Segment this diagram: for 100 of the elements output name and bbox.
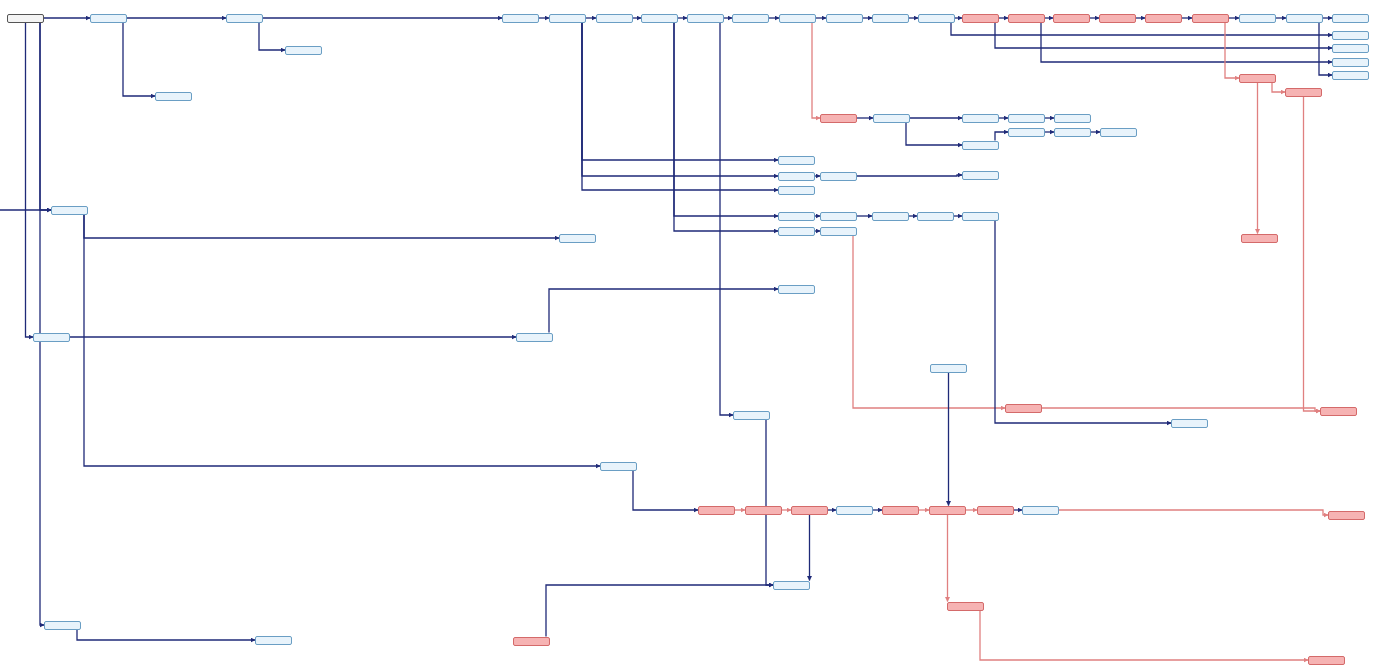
arrow (856, 172, 963, 178)
arrow (734, 507, 746, 513)
arrow (1041, 407, 1321, 414)
arrow (76, 628, 256, 643)
task-box (51, 205, 88, 215)
task-box (1053, 13, 1090, 23)
task-box (962, 211, 999, 221)
arrow (258, 21, 286, 53)
arrow (814, 213, 821, 219)
task-box (1308, 655, 1345, 665)
task-box (1320, 406, 1357, 416)
arrow (545, 582, 774, 638)
task-box (778, 185, 815, 195)
task-box (155, 91, 192, 101)
arrow (994, 219, 1172, 426)
arrow (918, 507, 930, 513)
arrow (953, 213, 963, 219)
arrow (768, 15, 780, 21)
task-box (917, 211, 954, 221)
task-box (549, 13, 586, 23)
arrow (827, 507, 837, 513)
arrow (945, 513, 950, 603)
task-box (820, 171, 857, 181)
task-box (778, 284, 815, 294)
arrow (1271, 81, 1286, 95)
task-box (1285, 87, 1322, 97)
arrow (677, 15, 688, 21)
task-box (820, 113, 857, 123)
task-box (559, 233, 596, 243)
task-box (872, 211, 909, 221)
arrow (1275, 15, 1287, 21)
arrow (1135, 15, 1146, 21)
task-box (962, 140, 999, 150)
task-box (791, 505, 828, 515)
arrow (1318, 21, 1333, 78)
arrow (1228, 15, 1240, 21)
arrow (811, 21, 821, 121)
task-box (1332, 30, 1369, 40)
arrow (908, 15, 919, 21)
arrow (1013, 507, 1023, 513)
task-box (1099, 13, 1136, 23)
arrow (807, 513, 812, 582)
task-box (836, 505, 873, 515)
task-box (826, 13, 863, 23)
task-box (1332, 13, 1369, 23)
task-box (641, 13, 678, 23)
task-box (773, 580, 810, 590)
task-box (7, 13, 44, 23)
arrow (126, 15, 227, 21)
task-box (1005, 403, 1042, 413)
task-box (1332, 70, 1369, 80)
task-box (820, 226, 857, 236)
arrow (69, 334, 517, 340)
task-box (1332, 43, 1369, 53)
task-box (1100, 127, 1137, 137)
arrow (954, 15, 963, 21)
task-box (33, 332, 70, 342)
task-box (1239, 13, 1276, 23)
arrow (719, 21, 734, 418)
arrow (1044, 115, 1055, 121)
task-box (778, 226, 815, 236)
arrow (946, 371, 951, 507)
task-box (1192, 13, 1229, 23)
arrow (1322, 15, 1333, 21)
arrow (585, 15, 597, 21)
task-box (285, 45, 322, 55)
task-box (779, 13, 816, 23)
task-box (1054, 113, 1091, 123)
arrow (950, 21, 1333, 38)
task-box (513, 636, 550, 646)
task-box (1171, 418, 1208, 428)
task-box (929, 505, 966, 515)
task-box (1022, 505, 1059, 515)
arrow (814, 228, 821, 234)
arrow (814, 173, 821, 179)
task-box (778, 155, 815, 165)
task-box (977, 505, 1014, 515)
arrow (1058, 509, 1329, 518)
task-box (778, 171, 815, 181)
task-box (1328, 510, 1365, 520)
arrow (994, 129, 1009, 142)
task-box (44, 620, 81, 630)
task-box (962, 170, 999, 180)
task-box (882, 505, 919, 515)
task-box (1286, 13, 1323, 23)
task-box (733, 410, 770, 420)
task-box (1145, 13, 1182, 23)
arrow (122, 21, 156, 99)
arrow (548, 286, 779, 334)
task-box (732, 13, 769, 23)
task-box (962, 13, 999, 23)
arrow (1181, 15, 1193, 21)
arrow (1224, 21, 1240, 81)
arrow (862, 15, 873, 21)
arrow (538, 15, 550, 21)
arrow (632, 15, 642, 21)
arrow (43, 15, 91, 21)
arrow (632, 469, 699, 513)
task-box (745, 505, 782, 515)
task-box (778, 211, 815, 221)
